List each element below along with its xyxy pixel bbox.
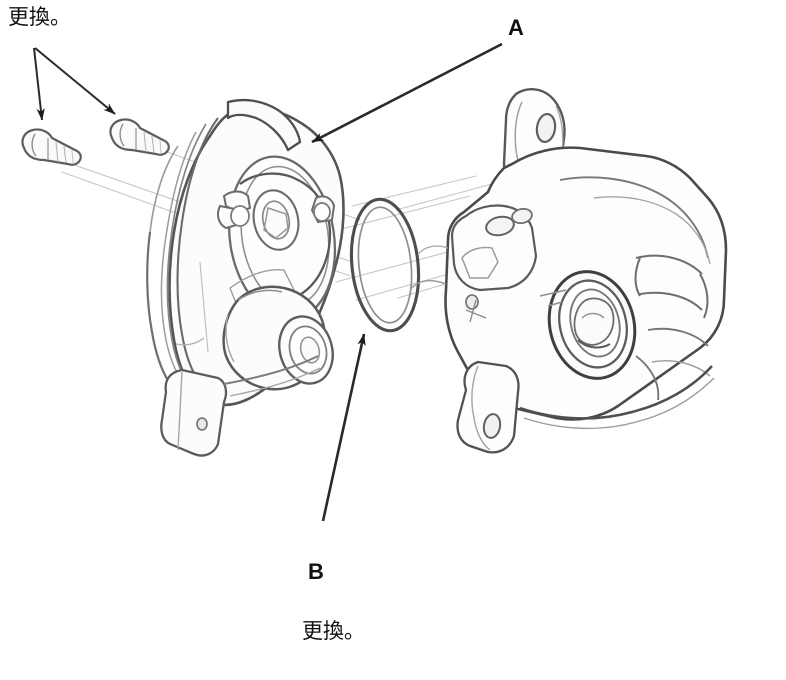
callout-arrow-b [321, 333, 366, 522]
callout-arrow-bolt-right [34, 47, 116, 115]
callout-label-b-group: B 更換。 [302, 524, 365, 680]
callout-label-a: A [508, 15, 525, 40]
callout-arrow-a [311, 42, 503, 144]
bolt-replace-note: 更換。 [8, 5, 71, 29]
callout-arrow-bolt-left [33, 47, 45, 121]
caliper-lower-lug [456, 360, 520, 454]
upper-bolt-right [109, 118, 170, 156]
caliper-body [409, 88, 728, 454]
exploded-view-drawing [21, 42, 728, 522]
actuator-motor-assembly [146, 98, 345, 457]
technical-diagram: 更換。 A B 更換。 [8, 5, 728, 643]
callout-label-b: B [308, 558, 325, 584]
o-ring [349, 197, 421, 333]
actuator-mounting-lug [160, 368, 228, 457]
caliper-piston-bore [547, 270, 637, 380]
oring-replace-note: 更換。 [302, 619, 365, 644]
upper-bolt-left [21, 128, 82, 166]
